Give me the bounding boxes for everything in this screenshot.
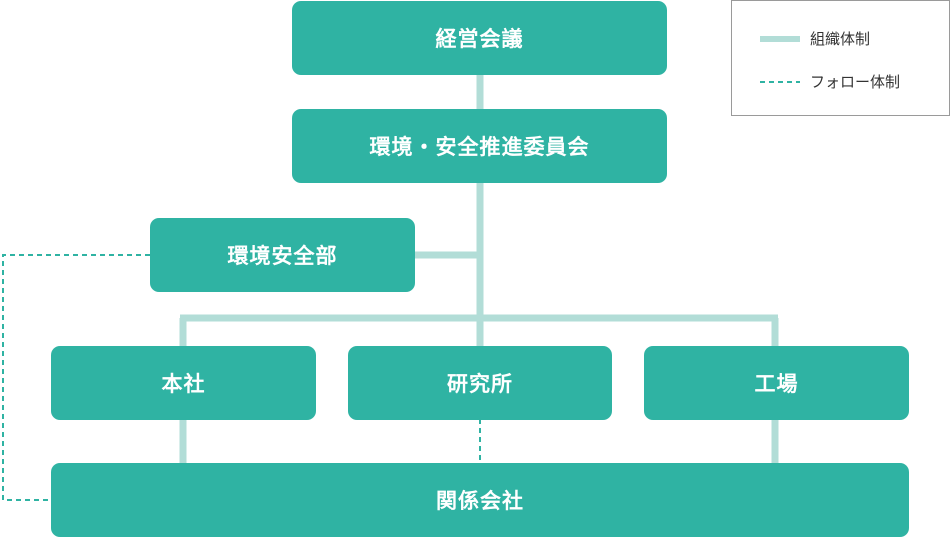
legend-solid-row: 組織体制 bbox=[760, 28, 870, 49]
dashed-dept-affiliates bbox=[2, 254, 150, 501]
factory-node: 工場 bbox=[644, 346, 909, 420]
committee-node: 環境・安全推進委員会 bbox=[292, 109, 667, 183]
environment-safety-dept-node: 環境安全部 bbox=[150, 218, 415, 292]
legend: 組織体制 フォロー体制 bbox=[731, 0, 950, 116]
headquarters-node: 本社 bbox=[51, 346, 316, 420]
board-node: 経営会議 bbox=[292, 1, 667, 75]
legend-dashed-label: フォロー体制 bbox=[810, 73, 901, 91]
solid-line-swatch bbox=[760, 35, 800, 42]
legend-solid-label: 組織体制 bbox=[810, 30, 871, 48]
dashed-line-swatch bbox=[760, 80, 800, 83]
affiliates-node: 関係会社 bbox=[51, 463, 909, 537]
legend-dashed-row: フォロー体制 bbox=[760, 71, 900, 92]
research-lab-node: 研究所 bbox=[348, 346, 612, 420]
